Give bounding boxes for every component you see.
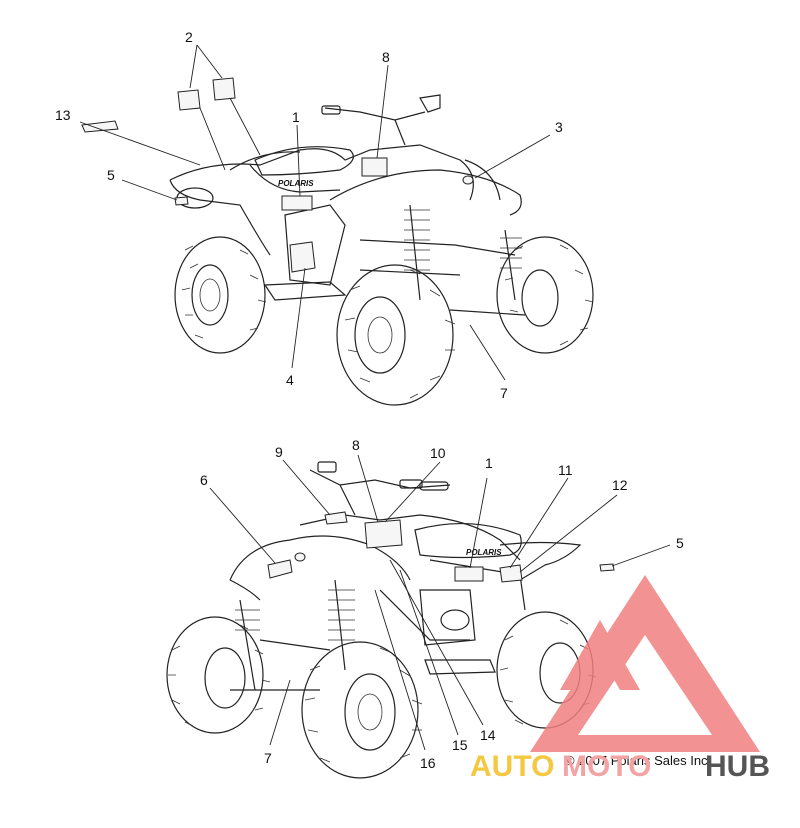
callout-7-top: 7: [500, 385, 508, 401]
callout-16: 16: [420, 755, 436, 771]
callouts-top: 2 8 13 1 3 5 4 7: [55, 29, 563, 401]
decal-front-emblem: [294, 552, 306, 562]
leader-lines-top: [79, 44, 551, 381]
callout-1-bottom: 1: [485, 455, 493, 471]
decal-8-top: [361, 157, 388, 177]
brand-label-bottom: POLARIS: [466, 548, 502, 557]
watermark-hub: HUB: [705, 750, 770, 783]
callout-15: 15: [452, 737, 468, 753]
decal-5-top: [174, 196, 189, 206]
callout-2: 2: [185, 29, 193, 45]
watermark-moto: MOTO: [562, 750, 651, 783]
decal-1-bottom: [454, 566, 484, 582]
callout-1-top: 1: [292, 109, 300, 125]
decal-4: [289, 241, 316, 273]
callout-6: 6: [200, 472, 208, 488]
decal-3: [462, 175, 474, 185]
callout-5-top: 5: [107, 167, 115, 183]
copyright-text: © 2007 Polaris Sales Inc.: [565, 753, 711, 768]
watermark-inner-mark: [560, 620, 640, 690]
watermark-triangle: [530, 575, 760, 752]
atv-top-illustration: POLARIS: [81, 77, 594, 406]
decal-6: [267, 559, 293, 579]
callout-9: 9: [275, 444, 283, 460]
callout-11: 11: [558, 462, 573, 478]
callout-4: 4: [286, 372, 294, 388]
leader-lines-bottom: [209, 454, 671, 751]
watermark-wordmark: AUTO MOTO HUB: [470, 750, 770, 783]
decal-12: [499, 564, 523, 583]
callout-8-bottom: 8: [352, 437, 360, 453]
callout-14: 14: [480, 727, 496, 743]
decal-2b: [212, 77, 236, 101]
callout-5-bottom: 5: [676, 535, 684, 551]
watermark-logo: [530, 575, 760, 752]
callouts-bottom: 8 9 10 1 6 11 12 5 7 16 15 14: [200, 437, 684, 771]
callout-8-top: 8: [382, 49, 390, 65]
decal-9: [324, 511, 348, 525]
decal-1-top: [281, 195, 313, 211]
decal-5-bottom: [599, 563, 615, 572]
watermark-auto: AUTO: [470, 750, 554, 783]
decal-8-bottom: [364, 519, 403, 549]
callout-12: 12: [612, 477, 628, 493]
decal-2a: [177, 89, 201, 111]
callout-3: 3: [555, 119, 563, 135]
decal-13: [81, 120, 119, 133]
callout-13: 13: [55, 107, 71, 123]
callout-7-bottom: 7: [264, 750, 272, 766]
brand-label-top: POLARIS: [278, 179, 314, 188]
callout-10: 10: [430, 445, 446, 461]
